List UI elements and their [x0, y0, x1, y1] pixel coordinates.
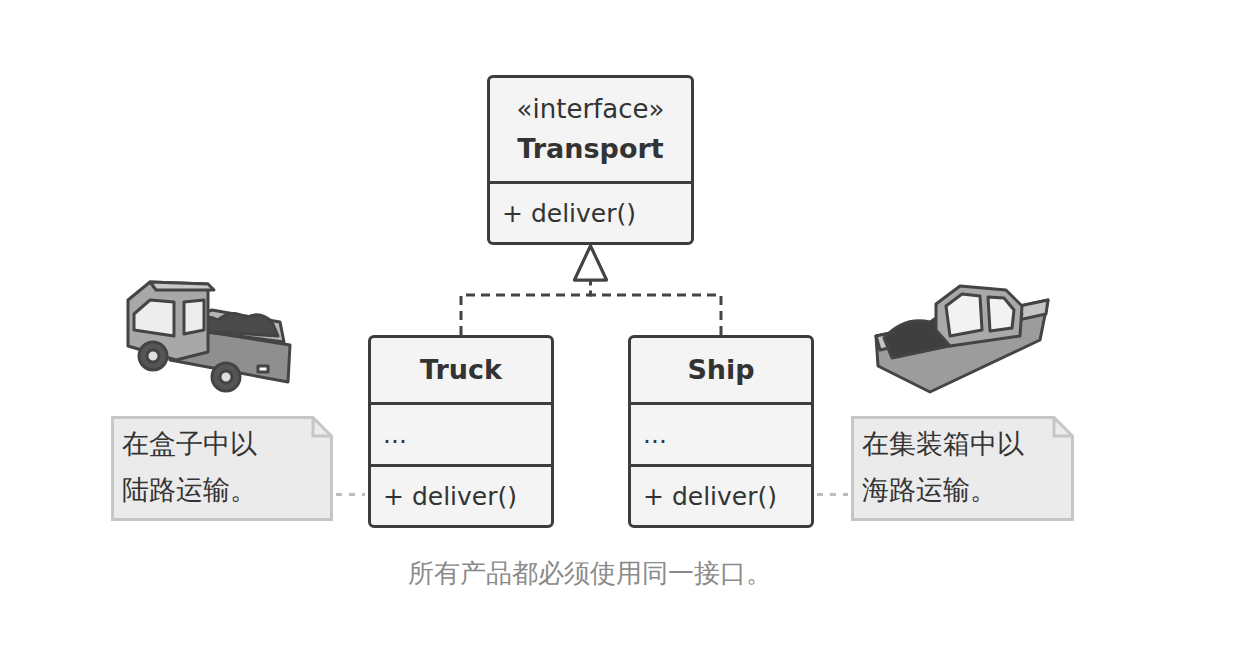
- class-section: Ship: [631, 338, 811, 402]
- realization-arrow: [591, 246, 722, 335]
- class-member: ...: [643, 417, 799, 452]
- class-member: + deliver(): [383, 479, 539, 514]
- class-box: Truck... + deliver(): [368, 335, 554, 528]
- note-box: 在集装箱中以海路运输。: [851, 416, 1074, 521]
- class-member: + deliver(): [643, 479, 799, 514]
- class-section: Truck: [371, 338, 551, 402]
- class-section: + deliver(): [371, 464, 551, 525]
- caption: 所有产品都必须使用同一接口。: [240, 556, 940, 591]
- note-leader: [336, 493, 365, 496]
- class-member: ...: [383, 417, 539, 452]
- class-name: Truck: [383, 350, 539, 389]
- note-box: 在盒子中以陆路运输。: [111, 416, 333, 521]
- note-text: 在集装箱中以海路运输。: [851, 416, 1032, 513]
- class-box: Ship... + deliver(): [628, 335, 814, 528]
- note-fold: [313, 418, 332, 437]
- truck-illustration: [128, 282, 290, 391]
- class-member: + deliver(): [502, 196, 679, 231]
- class-name: Ship: [643, 350, 799, 389]
- stereotype: «interface»: [502, 90, 679, 129]
- class-name: Transport: [502, 129, 679, 168]
- realization-arrow: [461, 246, 591, 335]
- class-section: ...: [631, 402, 811, 464]
- ship-illustration: [876, 286, 1048, 392]
- class-section: ...: [371, 402, 551, 464]
- note-fold: [1054, 418, 1073, 437]
- class-section: + deliver(): [490, 181, 691, 242]
- class-section: + deliver(): [631, 464, 811, 525]
- note-leader: [817, 493, 848, 496]
- class-section: «interface»Transport: [490, 78, 691, 181]
- note-text: 在盒子中以陆路运输。: [111, 416, 268, 513]
- class-box: «interface»Transport + deliver(): [487, 75, 694, 245]
